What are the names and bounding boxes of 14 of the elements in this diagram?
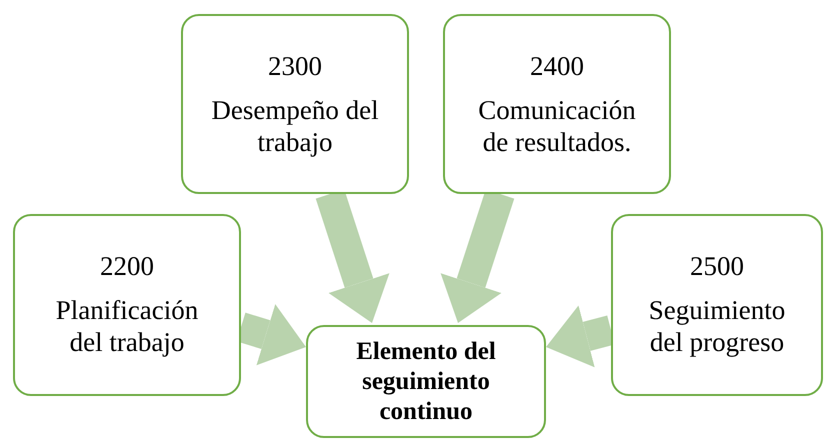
rounded-box (306, 325, 546, 438)
rounded-box (611, 214, 823, 396)
section-number: 2300 (268, 50, 322, 82)
rounded-box (13, 214, 241, 396)
box-label: Desempeño del trabajo (210, 94, 380, 158)
box-label: Seguimiento del progreso (648, 294, 786, 358)
box-title: Elemento del seguimiento continuo (355, 336, 497, 426)
rounded-box (181, 14, 409, 194)
section-number: 2500 (690, 250, 744, 282)
rounded-box (443, 14, 671, 194)
section-number: 2400 (530, 50, 584, 82)
box-label: Comunicación de resultados. (477, 94, 637, 158)
section-number: 2200 (100, 250, 154, 282)
box-label: Planificación del trabajo (54, 294, 200, 358)
